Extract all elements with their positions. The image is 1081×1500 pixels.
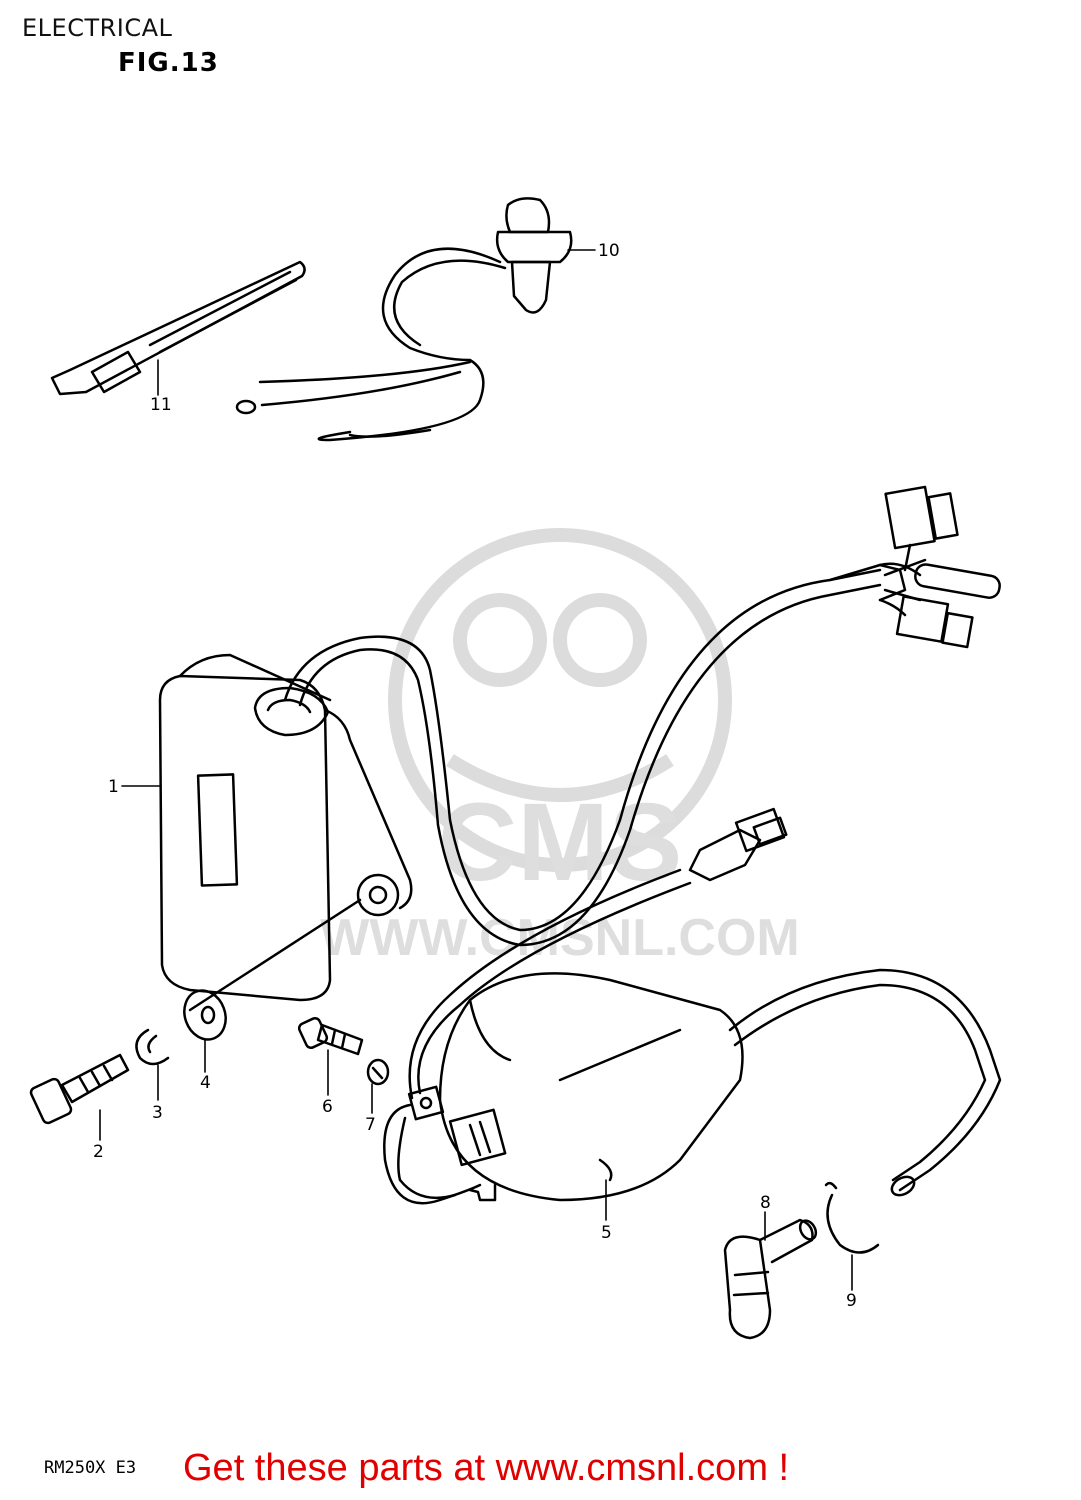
ignition-coil <box>383 807 1002 1205</box>
callout-1: 1 <box>108 777 119 797</box>
coil-bolt <box>297 1016 364 1056</box>
watermark-brand: CMS <box>438 781 682 904</box>
retaining-clip <box>824 1181 880 1254</box>
callout-7: 7 <box>365 1115 376 1135</box>
watermark <box>388 528 732 872</box>
callout-9: 9 <box>846 1291 857 1311</box>
callout-6: 6 <box>322 1097 333 1117</box>
model-code: RM250X E3 <box>44 1458 137 1478</box>
washer <box>183 989 227 1041</box>
promo-link[interactable]: Get these parts at www.cmsnl.com ! <box>183 1447 790 1489</box>
section-title: ELECTRICAL <box>22 14 173 42</box>
lock-washer <box>135 1028 170 1066</box>
callout-8: 8 <box>760 1193 771 1213</box>
callout-10: 10 <box>598 241 620 261</box>
figure-label: FIG.13 <box>118 48 219 78</box>
leader-lines <box>99 249 853 1291</box>
callout-5: 5 <box>601 1223 612 1243</box>
callout-11: 11 <box>150 395 172 415</box>
cdi-connectors <box>828 485 1001 649</box>
callout-2: 2 <box>93 1142 104 1162</box>
callout-4: 4 <box>200 1073 211 1093</box>
bolt <box>29 1053 130 1125</box>
cable-tie <box>50 260 306 396</box>
callout-3: 3 <box>152 1103 163 1123</box>
coil-lock-washer <box>366 1058 390 1086</box>
spark-plug-cap <box>723 1218 818 1340</box>
cdi-unit <box>158 568 882 1012</box>
kill-switch <box>235 197 573 442</box>
callouts: 1 2 3 4 5 6 7 8 9 10 11 <box>93 241 857 1311</box>
